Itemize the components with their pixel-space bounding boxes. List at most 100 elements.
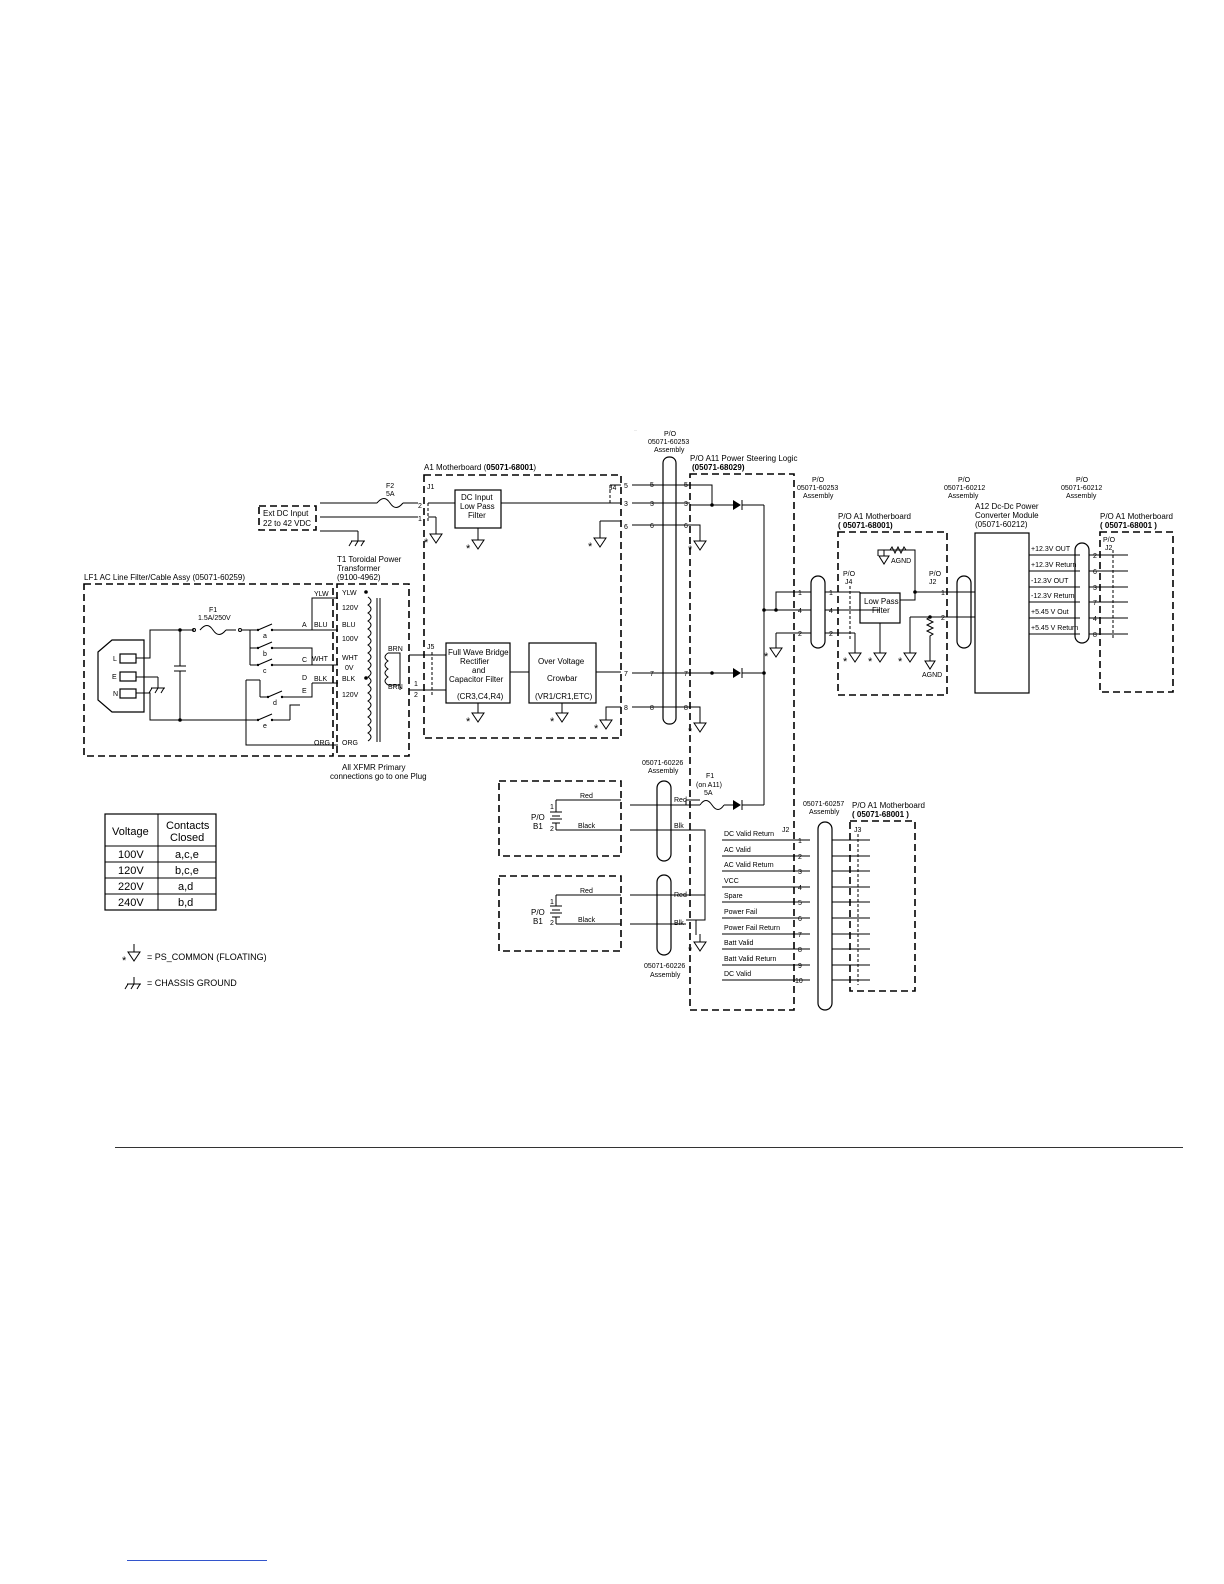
- svg-text:100V: 100V: [118, 849, 144, 861]
- svg-text:J4: J4: [609, 485, 617, 492]
- legend-ps-common: = PS_COMMON (FLOATING): [147, 952, 267, 962]
- cable-bundle: [656, 780, 672, 862]
- svg-text:05071-60253: 05071-60253: [797, 485, 838, 492]
- cable-60226-lower: Red Blk 05071-60226 Assembly: [630, 874, 687, 979]
- a1-j3-boundary: [849, 820, 916, 992]
- svg-text:DC Valid Return: DC Valid Return: [724, 831, 774, 838]
- svg-text:Blk: Blk: [674, 823, 684, 830]
- svg-text:5: 5: [684, 482, 688, 489]
- svg-text:Capacitor Filter: Capacitor Filter: [449, 675, 504, 684]
- svg-text:4: 4: [798, 885, 802, 892]
- legend: = PS_COMMON (FLOATING) = CHASSIS GROUND: [121, 943, 267, 990]
- svg-text:E: E: [302, 688, 307, 695]
- svg-text:1: 1: [418, 516, 422, 523]
- svg-text:05071-60226: 05071-60226: [642, 760, 683, 767]
- svg-text:7: 7: [684, 671, 688, 678]
- t1-boundary: [336, 583, 410, 757]
- svg-text:3: 3: [650, 501, 654, 508]
- svg-text:DC Input: DC Input: [461, 493, 493, 502]
- svg-text:4: 4: [829, 608, 833, 615]
- svg-text:2: 2: [798, 854, 802, 861]
- svg-text:( 05071-68001): ( 05071-68001): [838, 521, 893, 530]
- svg-text:Assembly: Assembly: [948, 493, 979, 500]
- svg-text:Red: Red: [580, 793, 593, 800]
- svg-text:2: 2: [829, 631, 833, 638]
- f1-label: F1: [209, 607, 217, 614]
- svg-text:(on A11): (on A11): [696, 782, 722, 789]
- svg-text:J3: J3: [854, 827, 862, 834]
- svg-text:WHT: WHT: [342, 655, 359, 662]
- svg-text:Spare: Spare: [724, 893, 743, 900]
- legend-chassis: = CHASSIS GROUND: [147, 978, 237, 988]
- svg-text:P/O: P/O: [812, 477, 825, 484]
- svg-text:ORG: ORG: [314, 740, 330, 747]
- a1-motherboard: A1 Motherboard (05071-68001) J1 DC Input…: [409, 463, 628, 739]
- svg-text:Low Pass: Low Pass: [864, 597, 899, 606]
- lf1-title: LF1 AC Line Filter/Cable Assy (05071-602…: [84, 573, 245, 582]
- pin-n-label: N: [113, 691, 118, 698]
- svg-text:BLK: BLK: [314, 676, 328, 683]
- svg-text:P/O A1 Motherboard: P/O A1 Motherboard: [838, 512, 911, 521]
- svg-text:F1: F1: [706, 773, 714, 780]
- a12-outputs: +12.3V OUT +12.3V Return -12.3V OUT -12.…: [1029, 546, 1080, 635]
- svg-text:Crowbar: Crowbar: [547, 674, 578, 683]
- svg-text:05071-60257: 05071-60257: [803, 801, 844, 808]
- svg-text:P/O: P/O: [531, 813, 545, 822]
- cable-bundle: [817, 821, 833, 1011]
- svg-text:6: 6: [650, 523, 654, 530]
- footer-link-underline[interactable]: [127, 1560, 267, 1561]
- svg-text:Batt Valid Return: Batt Valid Return: [724, 956, 777, 963]
- svg-text:+5.45 V Out: +5.45 V Out: [1031, 609, 1069, 616]
- resistor-icon: [925, 616, 935, 655]
- svg-text:J4: J4: [845, 579, 853, 586]
- svg-text:1: 1: [829, 590, 833, 597]
- svg-text:05071-60212: 05071-60212: [1061, 485, 1102, 492]
- svg-text:(CR3,C4,R4): (CR3,C4,R4): [457, 692, 504, 701]
- j2-signal-bus: J2 DC Valid Return AC Valid AC Valid Ret…: [722, 827, 810, 985]
- svg-text:05071-60253: 05071-60253: [648, 439, 689, 446]
- agnd-icon: [878, 549, 890, 565]
- svg-text:Red: Red: [674, 797, 687, 804]
- agnd-icon: [924, 654, 936, 670]
- diode-icon: [733, 800, 741, 810]
- ps-common-icon: [842, 644, 862, 669]
- page-divider: [115, 1147, 1183, 1148]
- svg-text:0V: 0V: [345, 665, 354, 672]
- svg-text:(05071-60212): (05071-60212): [975, 520, 1028, 529]
- ps-common-legend-icon: [121, 943, 141, 968]
- svg-text:05071-60226: 05071-60226: [644, 963, 685, 970]
- a1-j2-boundary: [1099, 531, 1174, 693]
- svg-text:Power Fail: Power Fail: [724, 909, 758, 916]
- ps-common-icon: [593, 711, 613, 736]
- cable-60253-right: P/O 05071-60253 Assembly: [797, 477, 840, 649]
- svg-text:1: 1: [550, 804, 554, 811]
- svg-text:b,c,e: b,c,e: [175, 865, 199, 877]
- a12-dc-dc-converter: P/O 05071-60212 Assembly A12 Dc-Dc Power…: [944, 477, 1128, 694]
- fuse-f1-a11-icon: [699, 800, 725, 810]
- svg-text:BRN: BRN: [388, 684, 403, 691]
- svg-text:Red: Red: [580, 888, 593, 895]
- svg-text:6: 6: [684, 523, 688, 530]
- svg-text:Rectifier: Rectifier: [460, 657, 490, 666]
- svg-text:Assembly: Assembly: [654, 447, 685, 454]
- f1-rating: 1.5A/250V: [198, 615, 231, 622]
- svg-text:e: e: [263, 723, 267, 730]
- svg-text:(VR1/CR1,ETC): (VR1/CR1,ETC): [535, 692, 593, 701]
- svg-text:a,d: a,d: [178, 881, 193, 893]
- a1-motherboard-lpf: P/O A1 Motherboard ( 05071-68001) P/O J4…: [829, 512, 948, 696]
- svg-text:Converter Module: Converter Module: [975, 511, 1039, 520]
- svg-text:B1: B1: [533, 917, 543, 926]
- lf1-boundary: [83, 583, 334, 757]
- svg-text:1: 1: [798, 838, 802, 845]
- svg-text:1: 1: [550, 899, 554, 906]
- svg-text:8: 8: [1093, 632, 1097, 639]
- svg-text:Filter: Filter: [872, 606, 890, 615]
- table-header-contacts: Contacts: [166, 820, 210, 832]
- a12-title: A12 Dc-Dc Power: [975, 502, 1039, 511]
- svg-text:Over Voltage: Over Voltage: [538, 657, 585, 666]
- svg-text:P/O: P/O: [531, 908, 545, 917]
- svg-text:22 to 42 VDC: 22 to 42 VDC: [263, 519, 311, 528]
- t1-transformer: T1 Toroidal Power Transformer (9100-4962…: [330, 555, 427, 781]
- svg-text:P/O A1 Motherboard: P/O A1 Motherboard: [1100, 512, 1173, 521]
